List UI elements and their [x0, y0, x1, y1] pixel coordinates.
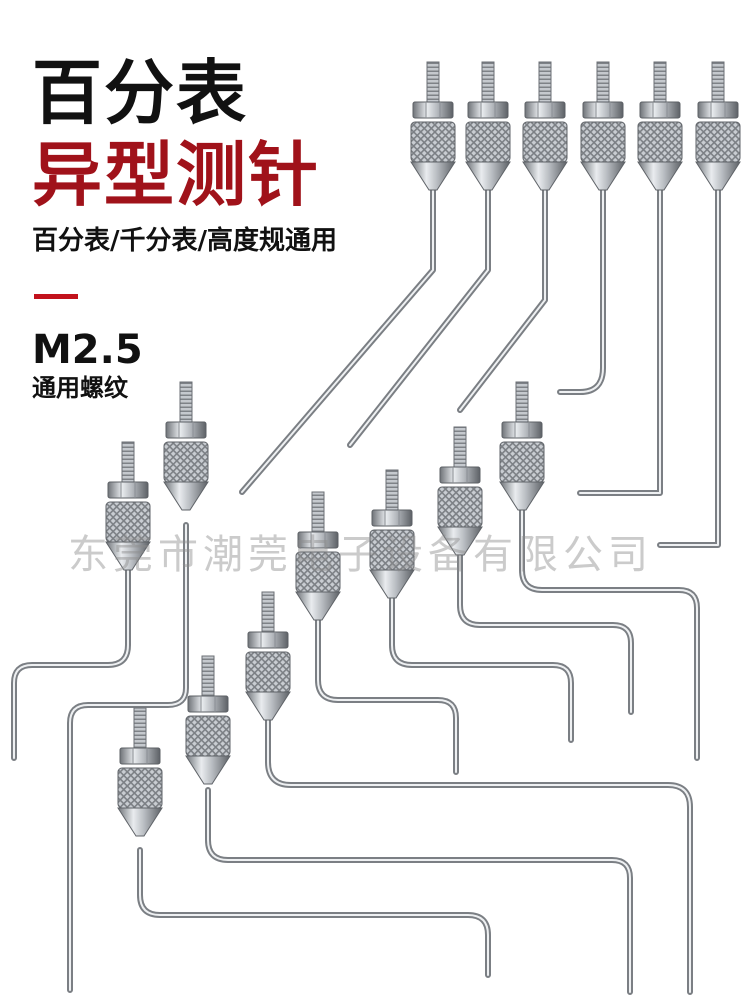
probe-head — [185, 655, 231, 785]
thread-size-label: M2.5 — [32, 327, 143, 373]
title-line-2: 异型测针 — [32, 134, 320, 216]
probe-head — [295, 491, 341, 621]
probe-head — [580, 61, 626, 191]
probe-head — [695, 61, 741, 191]
accent-divider — [34, 294, 78, 299]
probe-head — [105, 441, 151, 571]
probe-head — [163, 381, 209, 511]
probe-head — [465, 61, 511, 191]
thread-desc-label: 通用螺纹 — [32, 374, 128, 402]
probe-head — [437, 426, 483, 556]
probe-head — [117, 707, 163, 837]
probe-head — [410, 61, 456, 191]
probe-head — [637, 61, 683, 191]
title-line-1: 百分表 — [32, 52, 248, 134]
probe-head — [499, 381, 545, 511]
watermark: 东莞市潮莞电子设备有限公司 — [68, 532, 653, 578]
subtitle: 百分表/千分表/高度规通用 — [32, 226, 337, 256]
probe-head — [369, 469, 415, 599]
probe-head — [522, 61, 568, 191]
probe-head — [245, 591, 291, 721]
